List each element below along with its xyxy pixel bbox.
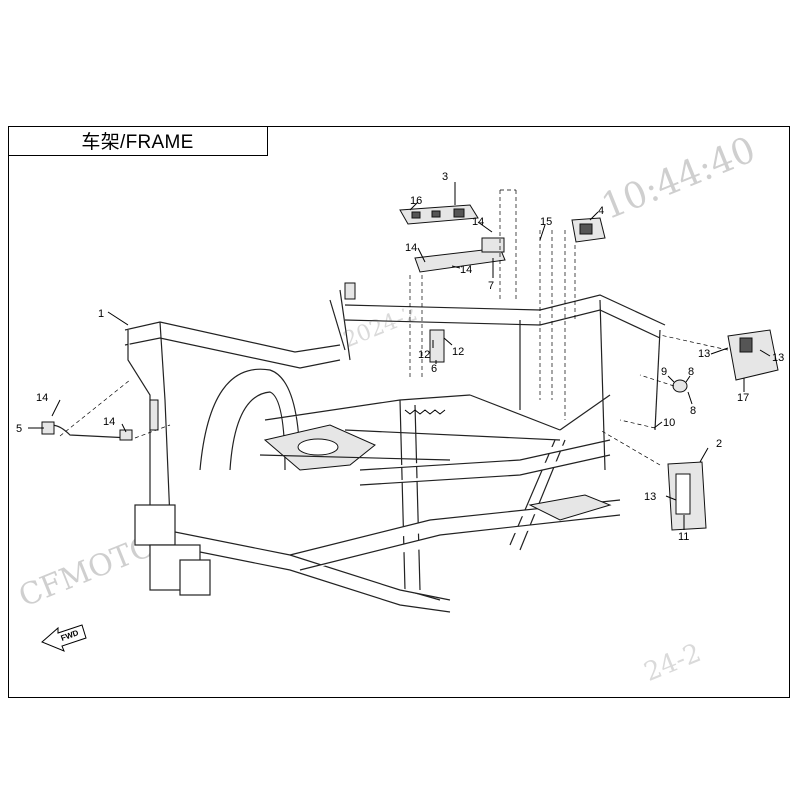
callout-8a: 8: [688, 366, 694, 378]
callout-16: 16: [410, 195, 422, 207]
part-17-plate: [727, 329, 779, 381]
part-7-bracket: [414, 237, 506, 273]
callout-14c: 14: [405, 242, 417, 254]
part-6-plate: [429, 329, 445, 363]
callout-14a: 14: [36, 392, 48, 404]
callout-15: 15: [540, 216, 552, 228]
assembly-dashed-lines: [59, 189, 729, 466]
title-box: 车架/FRAME: [8, 126, 268, 156]
part-9-nut: [672, 379, 688, 393]
fwd-arrow: FWD: [41, 624, 87, 652]
callout-1: 1: [98, 308, 104, 320]
callout-labels: 1 2 3 4 5 6 7 8 8 9 10 11 12 12 13 13 13…: [16, 171, 784, 543]
callout-10: 10: [663, 417, 675, 429]
callout-13a: 13: [698, 348, 710, 360]
main-frame: [124, 282, 666, 613]
callout-7: 7: [488, 280, 494, 292]
callout-5: 5: [16, 423, 22, 435]
diagram-title: 车架/FRAME: [81, 132, 194, 153]
callout-17: 17: [737, 392, 749, 404]
drawing-border: [8, 126, 790, 698]
callout-4: 4: [598, 205, 604, 217]
callout-13c: 13: [644, 491, 656, 503]
callout-2: 2: [716, 438, 722, 450]
part-2-guard: [667, 461, 707, 531]
callout-14b: 14: [103, 416, 115, 428]
leader-lines: [28, 182, 771, 530]
callout-8b: 8: [690, 405, 696, 417]
part-16-bracket: [399, 204, 479, 225]
part-5-rod: [41, 421, 133, 441]
callout-14e: 14: [472, 216, 484, 228]
callout-3: 3: [442, 171, 448, 183]
part-4-bracket: [571, 217, 606, 243]
callout-11: 11: [678, 531, 689, 543]
callout-6: 6: [431, 363, 437, 375]
callout-14d: 14: [460, 264, 472, 276]
callout-12a: 12: [418, 349, 430, 361]
callout-9: 9: [661, 366, 667, 378]
callout-12b: 12: [452, 346, 464, 358]
callout-13b: 13: [772, 352, 784, 364]
